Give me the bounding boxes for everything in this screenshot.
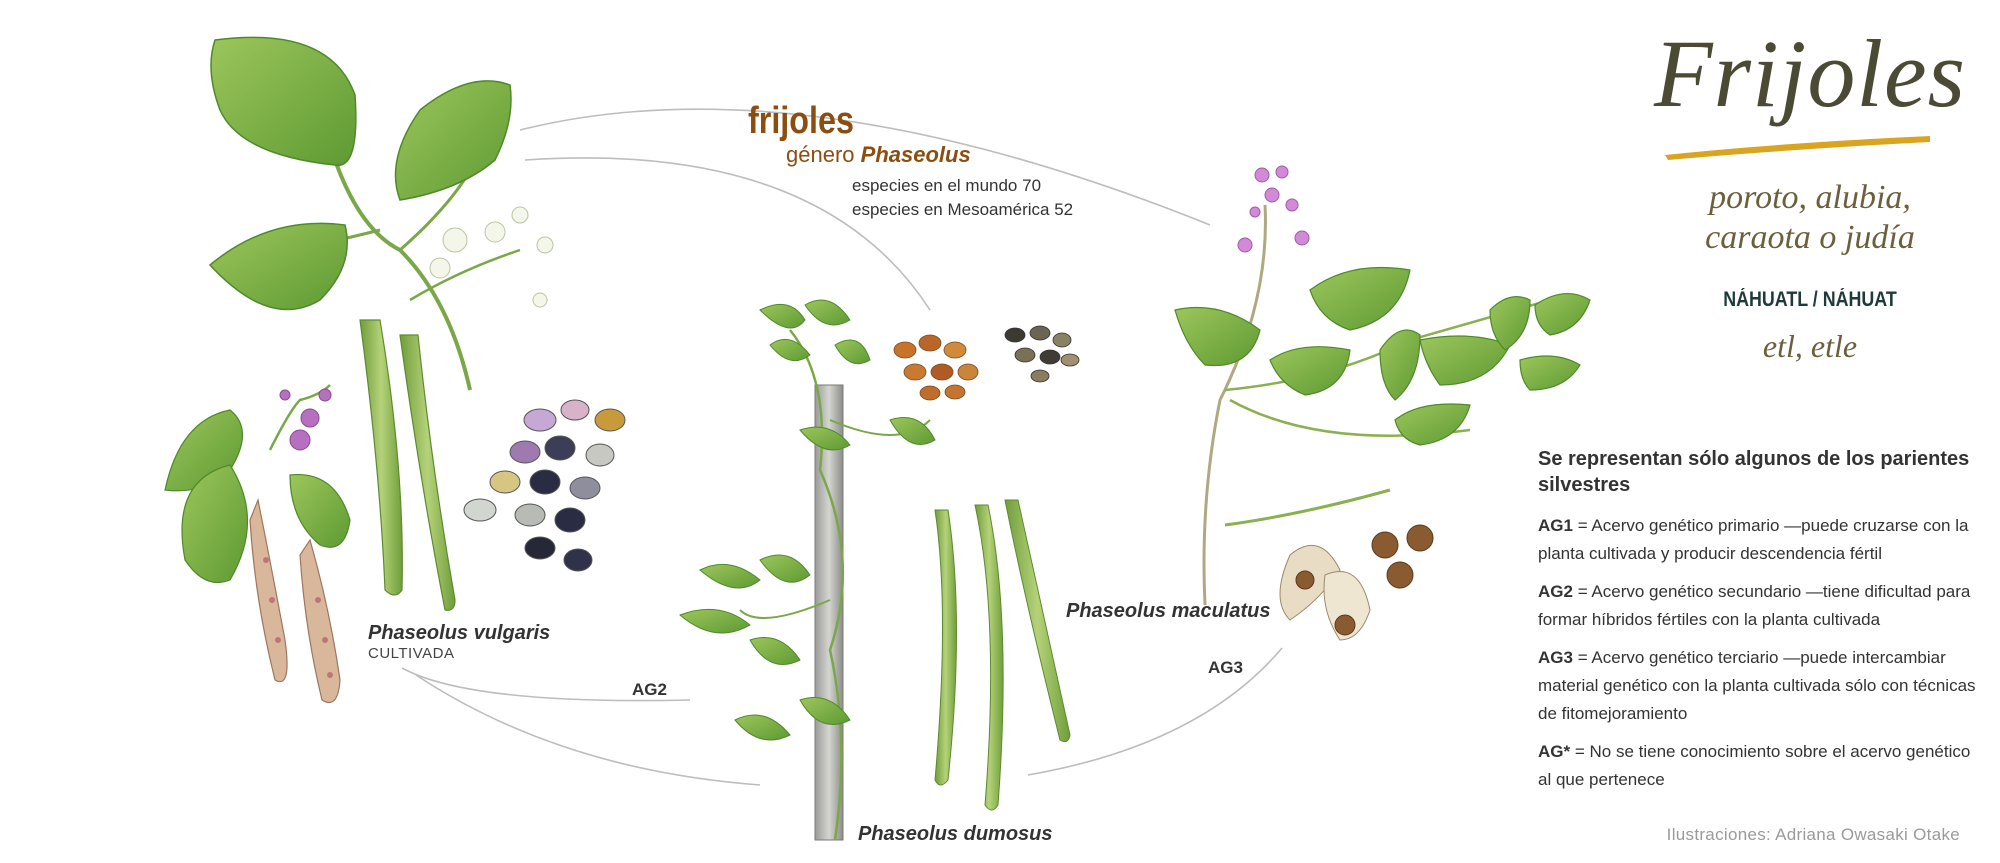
seeds-dumosus	[893, 334, 979, 401]
legend-code: AG2	[1538, 582, 1573, 601]
leaf	[1394, 403, 1471, 446]
common-names-line2: caraota o judía	[1705, 219, 1915, 256]
arc-genus-dumosus	[524, 157, 931, 311]
legend-title: Se representan sólo algunos de los parie…	[1538, 448, 1970, 496]
seeds-dark	[1004, 325, 1080, 383]
arc-maculatus-dumosus-ag3	[1027, 647, 1283, 776]
pod	[974, 504, 1004, 811]
leaf	[208, 222, 348, 311]
leaf	[1489, 296, 1531, 351]
illustration-vulgaris	[164, 36, 554, 704]
page-title: Frijoles	[1654, 20, 1966, 127]
genus-name: género Phaseolus	[786, 142, 971, 168]
leaf	[1309, 266, 1411, 331]
leaf	[1379, 329, 1421, 401]
genus-prefix: género	[786, 142, 855, 167]
relation-label-maculatus: AG3	[1208, 658, 1243, 677]
language-label: NÁHUATL / NÁHUAT	[1723, 288, 1897, 311]
illustration-maculatus	[1174, 165, 1591, 641]
leaf	[1174, 306, 1261, 367]
legend-code: AG3	[1538, 648, 1573, 667]
legend-text: = Acervo genético secundario —tiene difi…	[1538, 582, 1971, 629]
arc-vulgaris-dumosus-ag2	[401, 667, 691, 702]
species-status-vulgaris: CULTIVADA	[368, 645, 455, 662]
leaf	[1269, 346, 1351, 396]
pod	[299, 538, 341, 704]
genus-scientific-name: Phaseolus	[860, 142, 971, 167]
legend-item-ag1: AG1 = Acervo genético primario —puede cr…	[1538, 512, 1988, 568]
species-name-vulgaris: Phaseolus vulgaris	[368, 622, 551, 644]
common-names: poroto, alubia, caraota o judía	[1640, 178, 1980, 258]
pod	[934, 509, 957, 786]
leaf	[181, 464, 249, 584]
leaf	[1534, 293, 1591, 336]
genus-stats: especies en el mundo 70 especies en Meso…	[852, 174, 1073, 222]
legend-text: = Acervo genético primario —puede cruzar…	[1538, 516, 1969, 563]
legend: AG1 = Acervo genético primario —puede cr…	[1538, 512, 1988, 804]
species-label-vulgaris: Phaseolus vulgaris CULTIVADA	[368, 622, 550, 662]
common-names-line1: poroto, alubia,	[1709, 179, 1911, 216]
legend-item-ag3: AG3 = Acervo genético terciario —puede i…	[1538, 644, 1988, 728]
connector-arcs	[401, 108, 1283, 786]
pod	[359, 319, 403, 596]
species-name-maculatus: Phaseolus maculatus	[1066, 600, 1271, 622]
stat-world: especies en el mundo 70	[852, 176, 1042, 195]
illustration-credit: Ilustraciones: Adriana Owasaki Otake	[1666, 825, 1960, 844]
leaf	[210, 36, 357, 166]
legend-code: AG*	[1538, 742, 1571, 761]
species-name-dumosus: Phaseolus dumosus	[858, 823, 1053, 845]
pod	[399, 334, 456, 611]
leaf	[1519, 355, 1581, 391]
legend-text: = No se tiene conocimiento sobre el acer…	[1538, 742, 1971, 789]
illustration-dumosus	[679, 299, 1071, 841]
legend-item-ag-unknown: AG* = No se tiene conocimiento sobre el …	[1538, 738, 1988, 794]
leaf	[1419, 335, 1511, 386]
legend-text: = Acervo genético terciario —puede inter…	[1538, 648, 1976, 723]
legend-item-ag2: AG2 = Acervo genético secundario —tiene …	[1538, 578, 1988, 634]
language-value: etl, etle	[1762, 328, 1858, 364]
leaf	[394, 80, 512, 201]
leaf	[289, 473, 351, 548]
pod	[1004, 499, 1071, 743]
title-underline	[1665, 136, 1930, 160]
arc-vulgaris-maculatus	[519, 108, 1211, 226]
pod	[249, 497, 288, 683]
seeds-vulgaris	[463, 399, 626, 572]
genus-common-name: frijoles	[748, 100, 854, 142]
arc-vulgaris-dumosus	[415, 674, 761, 786]
stat-mesoamerica: especies en Mesoamérica 52	[852, 200, 1074, 219]
legend-code: AG1	[1538, 516, 1573, 535]
relation-label-dumosus: AG2	[632, 680, 667, 699]
